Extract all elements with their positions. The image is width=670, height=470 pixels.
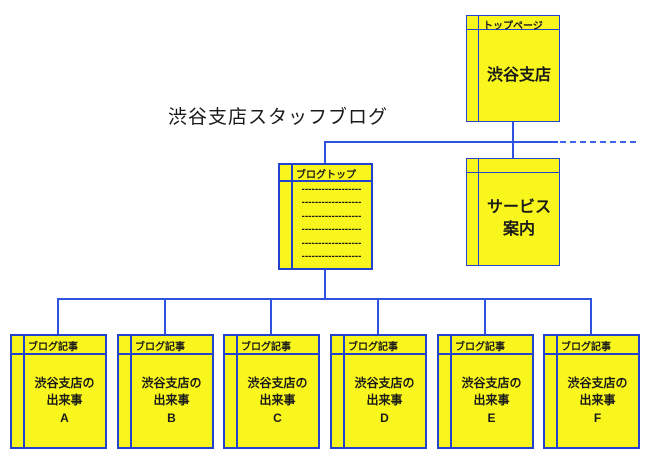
connector-drop-article-d — [377, 298, 379, 335]
article-tab-label: ブログ記事 — [241, 342, 291, 353]
page-sidebar-rule — [478, 159, 479, 265]
placeholder-line: ------------------ — [301, 184, 362, 195]
node-blog-article-c: ブログ記事 渋谷支店の 出来事 C — [223, 334, 320, 449]
node-blog-article-e: ブログ記事 渋谷支店の 出来事 E — [437, 334, 534, 449]
page-header-rule — [467, 172, 559, 173]
article-body-text: 渋谷支店の 出来事 C — [247, 375, 308, 425]
placeholder-line: ------------------ — [301, 211, 362, 222]
connector-drop-article-a — [57, 298, 59, 335]
top-page-body-text: 渋谷支店 — [486, 66, 551, 84]
node-blog-top: ブログトップ ------------------ --------------… — [278, 163, 373, 270]
article-tab-label: ブログ記事 — [135, 342, 185, 353]
connector-horizontal-bus — [57, 298, 592, 300]
node-blog-article-f: ブログ記事 渋谷支店の 出来事 F — [543, 334, 640, 449]
article-tab-label: ブログ記事 — [455, 342, 505, 353]
node-top-page: トップページ 渋谷支店 — [466, 15, 560, 122]
placeholder-line: ------------------ — [301, 238, 362, 249]
connector-down-to-blogtop — [324, 141, 326, 164]
connector-drop-article-b — [164, 298, 166, 335]
placeholder-line: ------------------ — [301, 225, 362, 236]
node-blog-article-d: ブログ記事 渋谷支店の 出来事 D — [330, 334, 427, 449]
connector-drop-article-f — [590, 298, 592, 335]
article-body-text: 渋谷支店の 出来事 E — [461, 375, 522, 425]
page-sidebar-rule — [23, 336, 25, 447]
page-sidebar-rule — [130, 336, 132, 447]
page-sidebar-rule — [291, 165, 293, 268]
connector-toppage-down — [512, 122, 514, 159]
article-body-text: 渋谷支店の 出来事 B — [141, 375, 202, 425]
diagram-title: 渋谷支店スタッフブログ — [168, 107, 389, 128]
blog-top-tab-label: ブログトップ — [296, 170, 356, 181]
article-body-text: 渋谷支店の 出来事 F — [567, 375, 628, 425]
article-tab-label: ブログ記事 — [28, 342, 78, 353]
node-blog-article-a: ブログ記事 渋谷支店の 出来事 A — [10, 334, 107, 449]
connector-dashed-continuation — [560, 141, 636, 143]
page-header-rule — [12, 353, 105, 355]
blog-top-placeholder-lines: ------------------ ------------------ --… — [294, 183, 369, 264]
top-page-tab-label: トップページ — [483, 21, 543, 32]
article-tab-label: ブログ記事 — [561, 342, 611, 353]
page-sidebar-rule — [556, 336, 558, 447]
page-sidebar-rule — [450, 336, 452, 447]
placeholder-line: ------------------ — [301, 198, 362, 209]
page-header-rule — [439, 353, 532, 355]
article-body-text: 渋谷支店の 出来事 A — [34, 375, 95, 425]
page-header-rule — [545, 353, 638, 355]
page-header-rule — [119, 353, 212, 355]
article-tab-label: ブログ記事 — [348, 342, 398, 353]
page-sidebar-rule — [343, 336, 345, 447]
article-body-text: 渋谷支店の 出来事 D — [354, 375, 415, 425]
node-blog-article-b: ブログ記事 渋谷支店の 出来事 B — [117, 334, 214, 449]
page-sidebar-rule — [478, 16, 479, 121]
connector-drop-article-e — [484, 298, 486, 335]
connector-horizontal-upper — [324, 141, 558, 143]
placeholder-line: ------------------ — [301, 252, 362, 263]
node-service-guide: サービス 案内 — [466, 158, 560, 266]
page-header-rule — [467, 29, 559, 30]
connector-drop-article-c — [270, 298, 272, 335]
page-header-rule — [225, 353, 318, 355]
service-guide-body-text: サービス 案内 — [486, 199, 551, 238]
page-header-rule — [280, 180, 371, 182]
page-header-rule — [332, 353, 425, 355]
page-sidebar-rule — [236, 336, 238, 447]
connector-blogtop-down — [324, 270, 326, 300]
